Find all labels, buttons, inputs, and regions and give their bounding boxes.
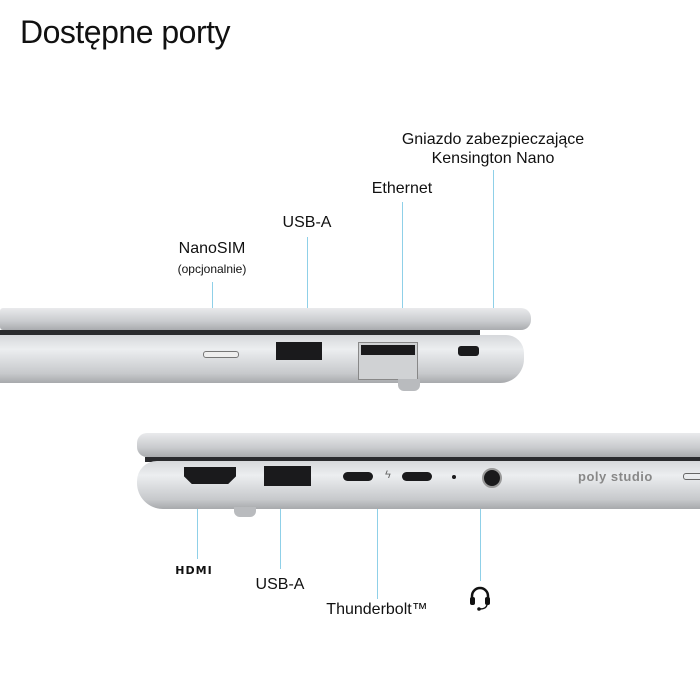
hdmi-logo: HDMI bbox=[175, 564, 213, 577]
led-indicator bbox=[452, 475, 456, 479]
kensington-label: Gniazdo zabezpieczające Kensington Nano bbox=[402, 130, 584, 168]
laptop-right-side bbox=[0, 306, 532, 391]
nanosim-note: (opcjonalnie) bbox=[177, 262, 247, 276]
usb-a-port-left bbox=[264, 466, 311, 486]
usb-a-left-label: USB-A bbox=[255, 576, 305, 593]
thunderbolt-port-1 bbox=[343, 472, 373, 481]
thunderbolt-leader bbox=[377, 509, 378, 599]
usb-a-port bbox=[276, 342, 322, 360]
ethernet-leader bbox=[402, 202, 403, 310]
side-slot bbox=[683, 473, 700, 480]
headset-leader bbox=[480, 509, 481, 581]
thunderbolt-label: Thunderbolt™ bbox=[326, 601, 428, 618]
page-title: Dostępne porty bbox=[20, 14, 231, 50]
usb-a-top-label: USB-A bbox=[282, 214, 332, 231]
kensington-leader bbox=[493, 170, 494, 308]
thunderbolt-port-2 bbox=[402, 472, 432, 481]
nanosim-leader bbox=[212, 282, 213, 310]
ethernet-port bbox=[358, 342, 418, 380]
ethernet-label: Ethernet bbox=[371, 180, 433, 197]
poly-studio-logo: poly studio bbox=[578, 469, 653, 484]
thunderbolt-icon: ϟ bbox=[385, 469, 391, 481]
kensington-label-line1: Gniazdo zabezpieczające bbox=[401, 131, 585, 148]
nanosim-label: NanoSIM bbox=[178, 240, 246, 257]
usb-a-top-leader bbox=[307, 237, 308, 310]
usb-a-left-leader bbox=[280, 509, 281, 569]
kensington-slot bbox=[458, 346, 479, 356]
laptop-left-side: ϟ poly studio bbox=[137, 431, 700, 521]
kensington-label-line2: Kensington Nano bbox=[431, 150, 555, 167]
hdmi-port bbox=[184, 467, 236, 484]
audio-jack bbox=[482, 468, 502, 488]
hdmi-leader bbox=[197, 509, 198, 559]
headset-icon bbox=[470, 586, 490, 611]
nanosim-slot bbox=[203, 351, 239, 358]
